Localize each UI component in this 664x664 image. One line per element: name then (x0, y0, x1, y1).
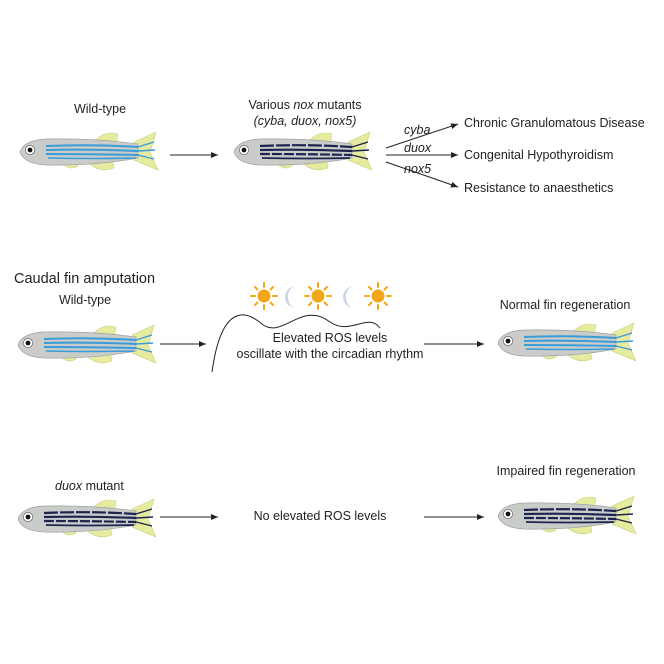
mutants-sublabel: (cyba, duox, nox5) (253, 114, 357, 128)
sun-icon (364, 282, 392, 310)
impaired-regeneration-fish (496, 494, 638, 536)
arrow-nox5 (385, 161, 459, 188)
impaired-fin-regeneration-label: Impaired fin regeneration (496, 464, 636, 478)
normal-fin-regeneration-label: Normal fin regeneration (499, 298, 631, 312)
outcome-resistance-to-anaesthetics: Resistance to anaesthetics (464, 181, 614, 195)
wild-type-label-top: Wild-type (73, 102, 127, 116)
ros-oscillation-line2: oscillate with the circadian rhythm (236, 347, 424, 361)
wild-type-fish-top (19, 131, 159, 171)
arrow-cyba (385, 123, 459, 149)
wild-type-fish-middle (17, 324, 157, 364)
moon-icon (285, 286, 296, 308)
circadian-rhythm-curve (211, 314, 381, 373)
ros-oscillation-line1: Elevated ROS levels (272, 331, 388, 345)
sun-icon (250, 282, 278, 310)
duox-mutant-fish (16, 497, 158, 539)
mutants-label: Various nox mutants (248, 98, 362, 112)
gene-label-duox: duox (404, 141, 432, 155)
section-title-caudal-fin-amputation: Caudal fin amputation (14, 271, 156, 287)
duox-mutant-label: duox mutant (55, 479, 124, 493)
gene-label-cyba: cyba (404, 123, 431, 137)
outcome-chronic-granulomatous-disease: Chronic Granulomatous Disease (464, 116, 645, 130)
no-elevated-ros-label: No elevated ROS levels (253, 509, 387, 523)
wild-type-label-middle: Wild-type (58, 293, 112, 307)
regenerated-fish (497, 322, 637, 362)
sun-icon (304, 282, 332, 310)
moon-icon (343, 286, 354, 308)
gene-label-nox5: nox5 (404, 162, 432, 176)
outcome-congenital-hypothyroidism: Congenital Hypothyroidism (464, 148, 614, 162)
nox-mutant-fish (232, 130, 374, 172)
